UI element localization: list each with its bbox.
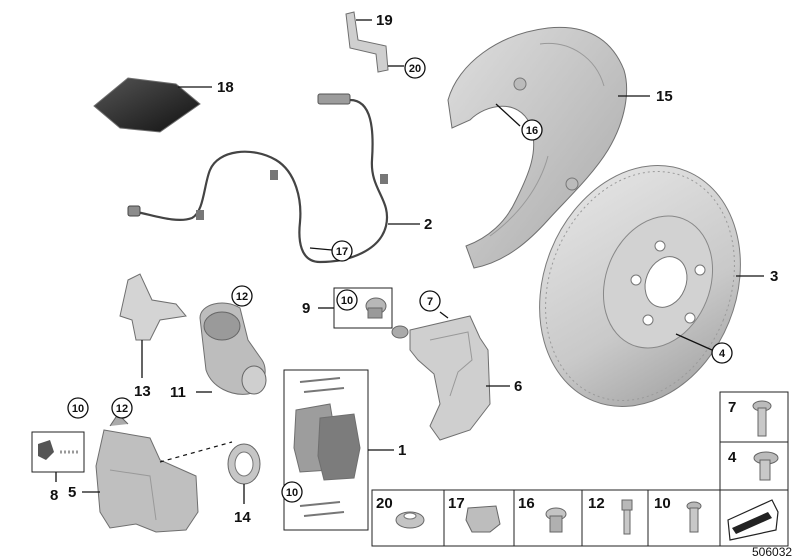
- label-12-top: 12: [236, 291, 248, 303]
- label-19: 19: [376, 12, 393, 29]
- small-label-20: 20: [376, 495, 393, 512]
- small-parts-row: [371, 489, 789, 547]
- label-17-callout: 17: [336, 246, 348, 258]
- small-label-17: 17: [448, 495, 465, 512]
- part-19-bracket: [345, 11, 404, 73]
- label-15: 15: [656, 88, 673, 105]
- small-label-4: 4: [728, 449, 737, 466]
- label-9: 9: [302, 300, 310, 317]
- label-12-caliper: 12: [116, 403, 128, 415]
- small-label-12: 12: [588, 495, 605, 512]
- label-18: 18: [217, 79, 234, 96]
- label-8: 8: [50, 487, 58, 504]
- callout-10-caliper: 10: [67, 397, 89, 419]
- label-5: 5: [68, 484, 76, 501]
- bolt-7: [752, 400, 772, 437]
- part-8-box: [31, 431, 85, 473]
- label-14: 14: [234, 509, 251, 526]
- nut-16: [545, 507, 567, 533]
- nut-20: [395, 511, 425, 529]
- small-label-7: 7: [728, 399, 736, 416]
- part-15-dust-shield: [447, 26, 650, 269]
- callout-17: 17: [331, 240, 353, 262]
- callout-20-top: 20: [404, 57, 426, 79]
- part-14-seal: [227, 443, 261, 504]
- part-2-wear-sensor: [127, 93, 420, 264]
- label-20-top: 20: [409, 63, 421, 75]
- label-16-callout: 16: [526, 125, 538, 137]
- callout-16: 16: [521, 119, 543, 141]
- bolt-4: [753, 451, 779, 481]
- grease-tube-icon: [727, 499, 779, 541]
- part-6-carrier: [391, 311, 510, 441]
- part-5-caliper: [82, 413, 233, 533]
- label-6: 6: [514, 378, 522, 395]
- label-13: 13: [134, 383, 151, 400]
- label-10-caliper: 10: [72, 403, 84, 415]
- label-1: 1: [398, 442, 406, 459]
- callout-10-box9: 10: [336, 289, 358, 311]
- clip-17: [465, 505, 501, 533]
- part-13-holder: [119, 273, 187, 378]
- part-9-bushing: [365, 297, 387, 319]
- label-2: 2: [424, 216, 432, 233]
- label-10-box1: 10: [286, 487, 298, 499]
- callout-10-box1: 10: [281, 481, 303, 503]
- bolt-12: [621, 499, 633, 535]
- callout-7: 7: [419, 290, 441, 312]
- callout-12-caliper: 12: [111, 397, 133, 419]
- part-8-clip: [38, 440, 78, 460]
- callout-12-top: 12: [231, 285, 253, 307]
- part-1-brake-pads: [293, 377, 361, 517]
- callout-4: 4: [711, 342, 733, 364]
- part-3-brake-disc: [539, 165, 764, 407]
- label-3: 3: [770, 268, 778, 285]
- document-number: 506032: [752, 545, 792, 559]
- label-11: 11: [170, 384, 186, 401]
- label-4-callout: 4: [719, 348, 726, 360]
- part-18-cover: [93, 77, 212, 133]
- part-11-actuator: [196, 302, 267, 395]
- small-label-16: 16: [518, 495, 535, 512]
- label-7-callout: 7: [427, 296, 433, 308]
- label-10-box9: 10: [341, 295, 353, 307]
- bolt-10: [686, 501, 702, 533]
- small-label-10: 10: [654, 495, 671, 512]
